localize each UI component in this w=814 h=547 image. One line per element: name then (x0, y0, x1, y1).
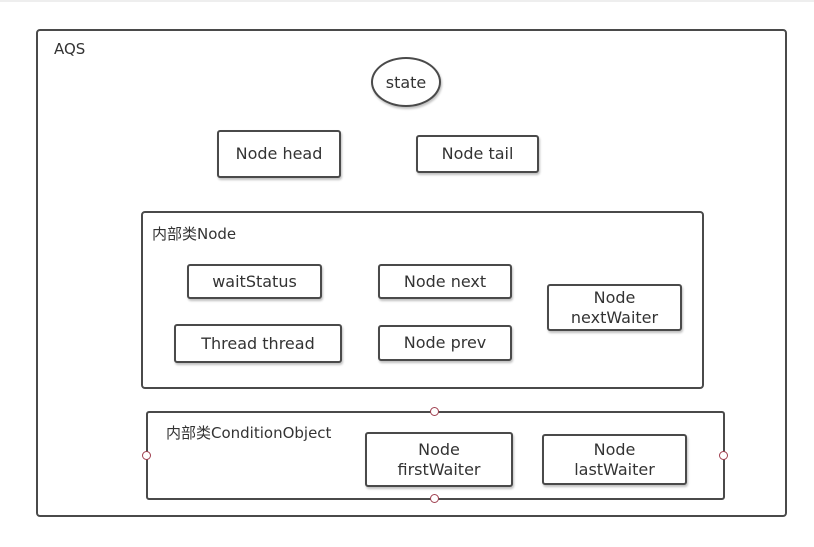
last-waiter-line2: lastWaiter (574, 459, 655, 479)
wait-status-box[interactable]: waitStatus (187, 264, 322, 299)
first-waiter-line2: firstWaiter (397, 459, 481, 479)
next-waiter-line2: nextWaiter (570, 307, 659, 327)
aqs-label: AQS (54, 40, 86, 58)
first-waiter-box[interactable]: Node firstWaiter (365, 432, 513, 487)
next-waiter-box[interactable]: Node nextWaiter (547, 284, 682, 331)
last-waiter-line1: Node (593, 439, 636, 459)
resize-handle-bottom[interactable] (430, 494, 439, 503)
thread-label: Thread thread (201, 333, 315, 353)
node-prev-box[interactable]: Node prev (378, 325, 512, 361)
condition-object-label: 内部类ConditionObject (166, 424, 332, 442)
last-waiter-box[interactable]: Node lastWaiter (542, 434, 687, 485)
node-tail-box[interactable]: Node tail (416, 135, 539, 173)
node-next-box[interactable]: Node next (378, 264, 512, 299)
node-head-label: Node head (235, 144, 323, 163)
resize-handle-top[interactable] (430, 407, 439, 416)
state-oval[interactable]: state (371, 57, 441, 107)
first-waiter-line1: Node (418, 439, 460, 459)
thread-box[interactable]: Thread thread (174, 324, 342, 363)
resize-handle-right[interactable] (719, 451, 728, 460)
node-tail-label: Node tail (441, 144, 514, 163)
next-waiter-line1: Node (593, 287, 636, 307)
node-next-label: Node next (403, 271, 487, 291)
state-label: state (385, 72, 427, 92)
node-prev-label: Node prev (403, 333, 487, 352)
node-class-label: 内部类Node (152, 225, 237, 243)
wait-status-label: waitStatus (212, 271, 297, 291)
top-divider (0, 0, 814, 2)
node-head-box[interactable]: Node head (217, 130, 341, 178)
resize-handle-left[interactable] (142, 451, 151, 460)
